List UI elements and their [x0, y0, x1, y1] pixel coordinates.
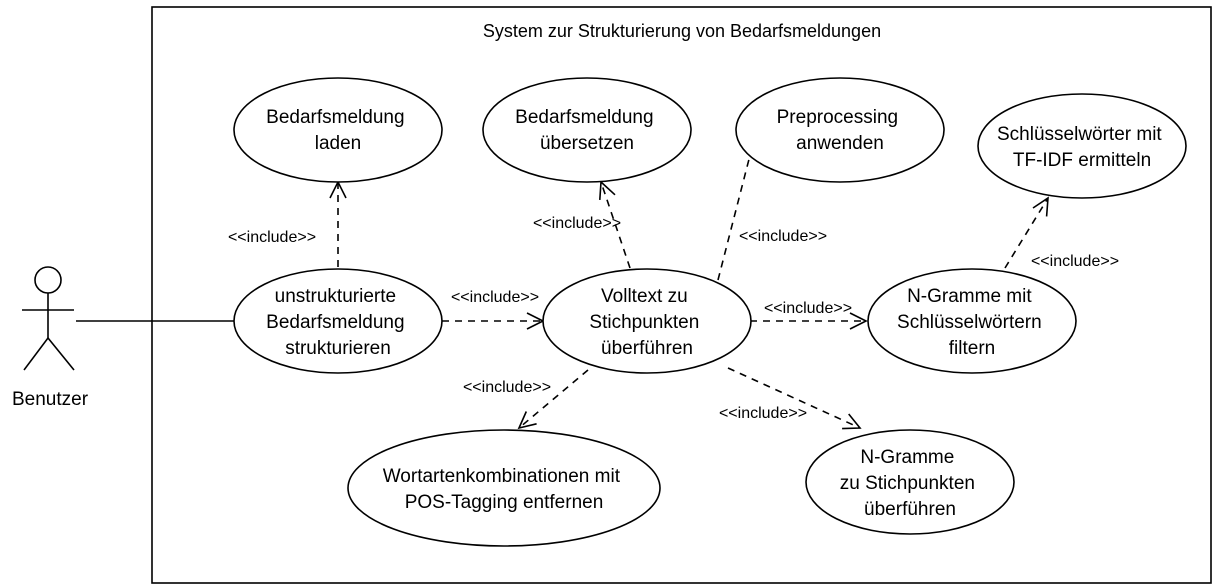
use-case-label: strukturieren	[285, 338, 391, 359]
use-case-label: überführen	[864, 499, 956, 520]
svg-text:Volltext zu Stichpunkten: Volltext zu Stichpunkten überführen	[589, 286, 704, 359]
include-label: <<include>>	[1031, 253, 1119, 270]
use-case-label: Schlüsselwörter mit	[997, 124, 1162, 145]
use-case-label: POS-Tagging entfernen	[405, 492, 604, 513]
use-case-label: Bedarfsmeldung	[266, 312, 404, 333]
use-case-wortartenkombinationen-entfernen[interactable]: Wortartenkombinationen mit POS-Tagging e…	[347, 429, 661, 547]
svg-text:Preprocessing anwenden: Preprocessing anwenden	[777, 107, 904, 154]
svg-text:Bedarfsmeldung laden: Bedarfsmeldung laden	[266, 107, 410, 154]
use-case-label: N-Gramme mit	[907, 286, 1032, 307]
svg-text:Wortartenkombinationen mit: Wortartenkombinationen mit POS-Tagging e…	[383, 466, 626, 513]
include-volltext-ngramme-stichpunkte	[727, 367, 862, 430]
svg-text:Bedarfsmeldung übersetze: Bedarfsmeldung übersetzen	[515, 107, 659, 154]
svg-text:Schlüsselwörter mit TF-I: Schlüsselwörter mit TF-IDF ermitteln	[997, 124, 1167, 171]
use-case-label: Wortartenkombinationen mit	[383, 466, 621, 487]
svg-text:unstrukturierte Bedarfsm: unstrukturierte Bedarfsmeldung strukturi…	[266, 286, 410, 359]
system-title: System zur Strukturierung von Bedarfsmel…	[483, 21, 881, 41]
include-volltext-ngramme-filtern	[750, 312, 868, 330]
actor-benutzer[interactable]: Benutzer	[12, 266, 89, 410]
use-case-label: anwenden	[796, 133, 884, 154]
svg-text:N-Gramme zu Stichpunkten: N-Gramme zu Stichpunkten überführen	[840, 447, 980, 520]
system-boundary	[151, 6, 1212, 584]
use-case-schluesselwoerter-tfidf[interactable]: Schlüsselwörter mit TF-IDF ermitteln	[977, 93, 1187, 199]
include-label: <<include>>	[739, 228, 827, 245]
include-ngramme-tfidf	[1004, 196, 1049, 269]
include-label: <<include>>	[533, 215, 621, 232]
use-case-label: laden	[315, 133, 362, 154]
use-case-bedarfsmeldung-laden[interactable]: Bedarfsmeldung laden	[233, 77, 443, 183]
use-case-bedarfsmeldung-strukturieren[interactable]: unstrukturierte Bedarfsmeldung strukturi…	[233, 268, 443, 374]
use-case-bedarfsmeldung-uebersetzen[interactable]: Bedarfsmeldung übersetzen	[482, 77, 692, 183]
use-case-label: N-Gramme	[860, 447, 954, 468]
include-label: <<include>>	[228, 229, 316, 246]
include-strukturieren-laden	[329, 180, 347, 267]
actor-head	[34, 266, 62, 294]
include-volltext-wortarten	[517, 369, 589, 430]
use-case-label: überführen	[601, 338, 693, 359]
use-case-label: Schlüsselwörtern	[897, 312, 1042, 333]
include-label: <<include>>	[719, 405, 807, 422]
use-case-label: filtern	[949, 338, 995, 359]
use-case-ngramme-stichpunkte[interactable]: N-Gramme zu Stichpunkten überführen	[805, 429, 1015, 535]
use-case-label: Volltext zu	[601, 286, 688, 307]
actor-left-leg	[23, 337, 49, 371]
use-case-label: zu Stichpunkten	[840, 473, 975, 494]
use-case-label: Preprocessing	[777, 107, 898, 128]
svg-text:N-Gramme mit Schlüsselwö: N-Gramme mit Schlüsselwörtern filtern	[897, 286, 1047, 359]
actor-right-leg	[47, 337, 75, 371]
actor-label: Benutzer	[12, 389, 89, 410]
use-case-label: TF-IDF ermitteln	[1013, 150, 1151, 171]
use-case-label: übersetzen	[540, 133, 634, 154]
use-case-label: Bedarfsmeldung	[266, 107, 404, 128]
use-case-volltext-ueberfuehren[interactable]: Volltext zu Stichpunkten überführen	[542, 268, 752, 374]
include-label: <<include>>	[463, 379, 551, 396]
use-case-preprocessing-anwenden[interactable]: Preprocessing anwenden	[735, 77, 945, 183]
use-case-ngramme-filtern[interactable]: N-Gramme mit Schlüsselwörtern filtern	[867, 268, 1077, 374]
use-case-label: Stichpunkten	[589, 312, 699, 333]
use-case-label: unstrukturierte	[275, 286, 396, 307]
include-label: <<include>>	[451, 289, 539, 306]
use-case-label: Bedarfsmeldung	[515, 107, 653, 128]
include-strukturieren-volltext	[442, 312, 545, 330]
include-label: <<include>>	[764, 300, 852, 317]
